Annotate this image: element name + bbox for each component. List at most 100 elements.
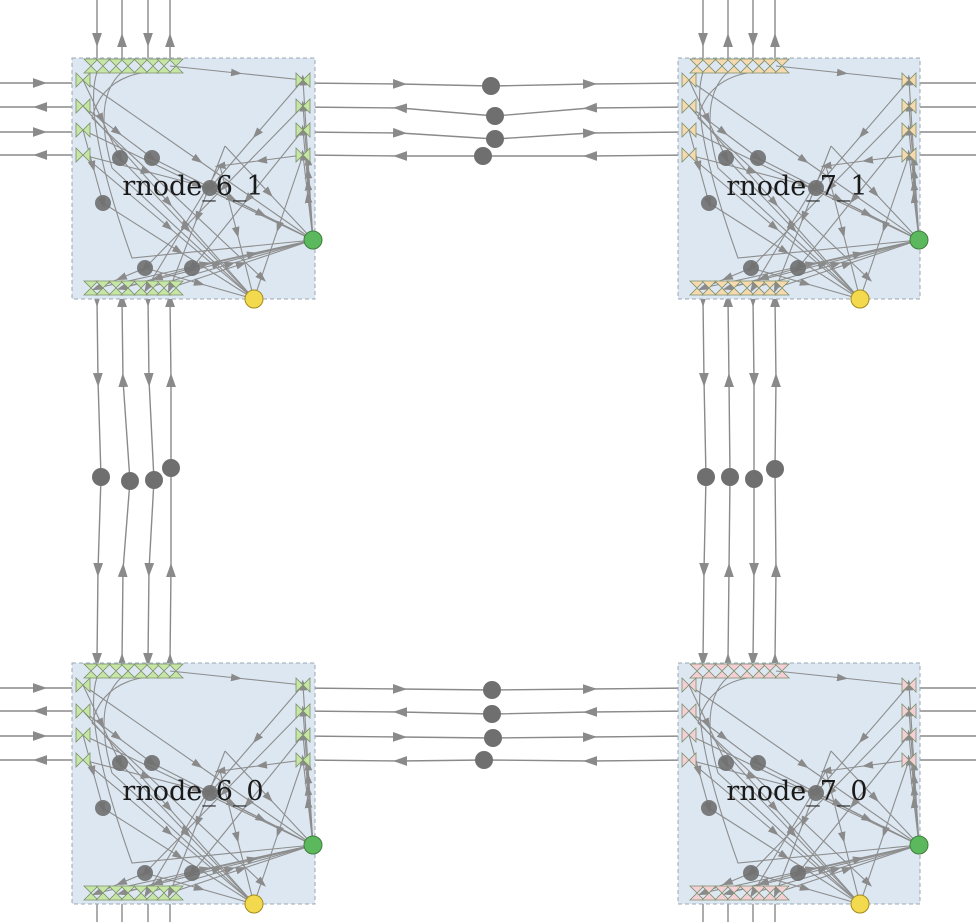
internal-dot xyxy=(718,755,734,771)
internal-edge xyxy=(82,734,106,814)
pin-icon xyxy=(108,885,124,901)
rnode-box-6-1[interactable]: rnode_6_1 xyxy=(71,57,323,309)
pin-icon xyxy=(739,885,755,901)
pin-icon xyxy=(739,663,755,679)
pin-icon xyxy=(689,663,705,679)
rnode-7-0-pins xyxy=(681,663,929,914)
internal-dot xyxy=(743,865,759,881)
junction-dot xyxy=(474,147,492,165)
output-pin-icon xyxy=(244,289,264,309)
pin-icon xyxy=(762,58,778,74)
rnode-box-7-1[interactable]: rnode_7_1 xyxy=(677,57,929,309)
internal-edge xyxy=(825,165,863,305)
internal-edge xyxy=(219,770,257,910)
internal-edge xyxy=(252,759,304,910)
pin-icon xyxy=(689,280,705,296)
junction-dot xyxy=(486,107,504,125)
pin-icon xyxy=(762,663,778,679)
pin-icon xyxy=(701,58,717,74)
internal-dot xyxy=(808,785,824,801)
pin-icon xyxy=(739,280,755,296)
input-pin-icon xyxy=(909,835,929,855)
internal-edge xyxy=(169,65,309,84)
rnode-box-6-0[interactable]: rnode_6_0 xyxy=(71,662,323,914)
rnode-box-7-0[interactable]: rnode_7_0 xyxy=(677,662,929,914)
rnode-label: rnode_6_0 xyxy=(122,776,263,807)
pin-icon xyxy=(108,58,124,74)
pin-icon xyxy=(95,280,111,296)
internal-dot xyxy=(137,865,153,881)
internal-edge xyxy=(820,759,910,775)
pin-icon xyxy=(108,663,124,679)
pin-icon xyxy=(681,98,697,114)
pin-icon xyxy=(751,663,767,679)
pin-icon xyxy=(901,122,917,138)
pin-icon xyxy=(120,58,136,74)
internal-dot xyxy=(112,150,128,166)
pin-icon xyxy=(774,885,790,901)
internal-edge xyxy=(214,759,304,775)
internal-edge xyxy=(214,154,304,170)
rnode-6-0-internal-edges xyxy=(82,670,319,910)
internal-edge xyxy=(169,670,309,689)
internal-edge xyxy=(82,129,106,209)
pin-icon xyxy=(95,885,111,901)
pin-icon xyxy=(120,663,136,679)
junction-dot xyxy=(162,459,180,477)
pin-icon xyxy=(75,72,91,88)
pin-icon xyxy=(751,58,767,74)
internal-dot xyxy=(95,195,111,211)
internal-edge xyxy=(820,154,910,170)
internal-dot xyxy=(718,150,734,166)
output-pin-icon xyxy=(244,894,264,914)
channel-junctions xyxy=(92,77,784,769)
pin-icon xyxy=(75,98,91,114)
pin-icon xyxy=(295,72,311,88)
internal-dot xyxy=(184,865,200,881)
rnode-6-1-internal-edges xyxy=(82,65,319,305)
internal-edge xyxy=(82,710,157,767)
internal-edge xyxy=(830,145,923,245)
pin-icon xyxy=(681,677,697,693)
internal-dot xyxy=(701,195,717,211)
internal-edge xyxy=(224,145,317,245)
output-pin-icon xyxy=(850,289,870,309)
internal-dot xyxy=(112,755,128,771)
internal-edge xyxy=(825,770,863,910)
rnode-label: rnode_6_1 xyxy=(122,171,263,202)
pin-icon xyxy=(751,885,767,901)
internal-dot xyxy=(144,755,160,771)
pin-icon xyxy=(681,72,697,88)
internal-dot xyxy=(184,260,200,276)
pin-icon xyxy=(762,885,778,901)
pin-icon xyxy=(133,58,149,74)
pin-icon xyxy=(901,72,917,88)
internal-edge xyxy=(688,105,763,162)
internal-dot xyxy=(750,150,766,166)
pin-icon xyxy=(75,147,91,163)
pin-icon xyxy=(75,122,91,138)
internal-dot xyxy=(137,260,153,276)
junction-dot xyxy=(697,468,715,486)
internal-edge xyxy=(206,79,304,193)
internal-edge xyxy=(206,684,304,798)
pin-icon xyxy=(701,280,717,296)
pin-icon xyxy=(901,727,917,743)
pin-icon xyxy=(133,885,149,901)
pin-icon xyxy=(751,280,767,296)
pin-icon xyxy=(681,703,697,719)
pin-icon xyxy=(108,280,124,296)
junction-dot xyxy=(483,681,501,699)
junction-dot xyxy=(745,470,763,488)
pin-icon xyxy=(714,663,730,679)
internal-dot xyxy=(202,785,218,801)
pin-icon xyxy=(120,280,136,296)
pin-icon xyxy=(762,280,778,296)
internal-dot xyxy=(750,755,766,771)
pin-icon xyxy=(681,122,697,138)
pin-icon xyxy=(75,677,91,693)
pin-icon xyxy=(726,280,742,296)
pin-icon xyxy=(133,663,149,679)
pin-icon xyxy=(295,703,311,719)
pin-icon xyxy=(168,58,184,74)
